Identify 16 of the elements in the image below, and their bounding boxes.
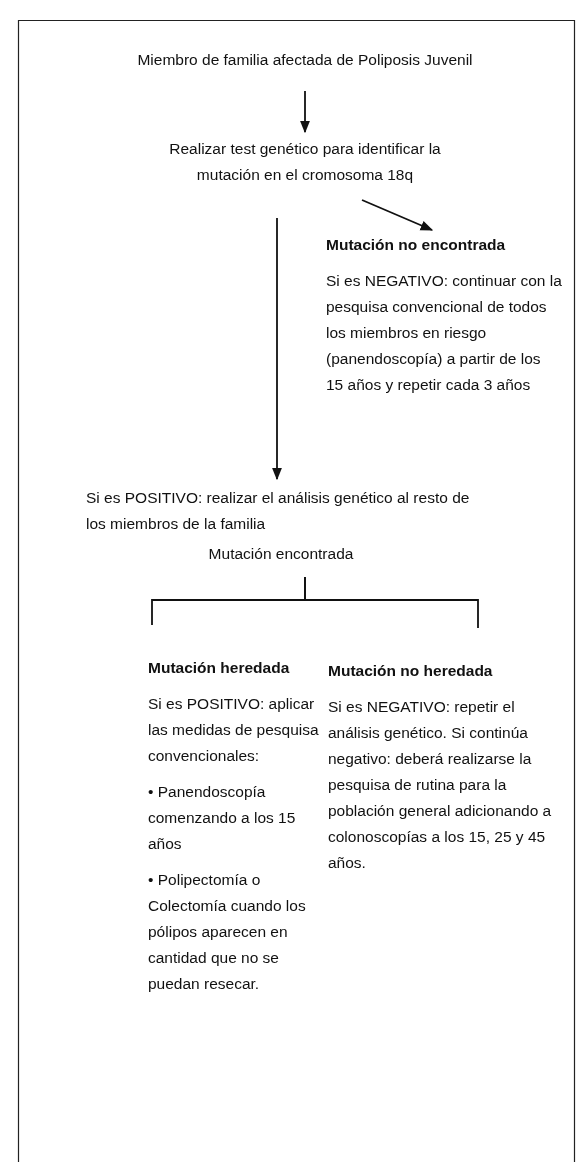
arrow	[361, 199, 434, 231]
arrow	[271, 217, 283, 481]
heading: Mutación no encontrada	[326, 235, 507, 255]
connector-line	[304, 576, 479, 629]
body-text: Realizar test genético para identificar la mutación en el cromosoma 18q	[168, 139, 442, 185]
arrow	[299, 90, 311, 134]
body-text: • Panendoscopía comenzando a los 15 años	[148, 782, 297, 854]
body-text: Si es POSITIVO: aplicar las medidas de pesquisa convencionales:	[148, 694, 320, 766]
body-text: Si es POSITIVO: realizar el análisis genético al resto de los miembros de la familia	[86, 488, 471, 534]
body-text: Miembro de familia afectada de Poliposis Juvenil	[136, 50, 474, 70]
heading: Mutación heredada	[148, 658, 291, 678]
body-text: • Polipectomía o Colectomía cuando los pólipos aparecen en cantidad que no se puedan resecar.	[148, 870, 307, 994]
body-text: Si es NEGATIVO: repetir el análisis genético. Si continúa negativo: deberá realizarse la pesquisa de rutina para la población general adicionando a colonoscopías a los 15, 25 y 45 años.	[328, 697, 553, 873]
body-text: Mutación encontrada	[207, 544, 355, 564]
heading: Mutación no heredada	[328, 661, 494, 681]
body-text: Si es NEGATIVO: continuar con la pesquisa convencional de todos los miembros en riesgo (panendoscopía) a partir de los 15 años y repetir cada 3 años	[326, 271, 562, 395]
